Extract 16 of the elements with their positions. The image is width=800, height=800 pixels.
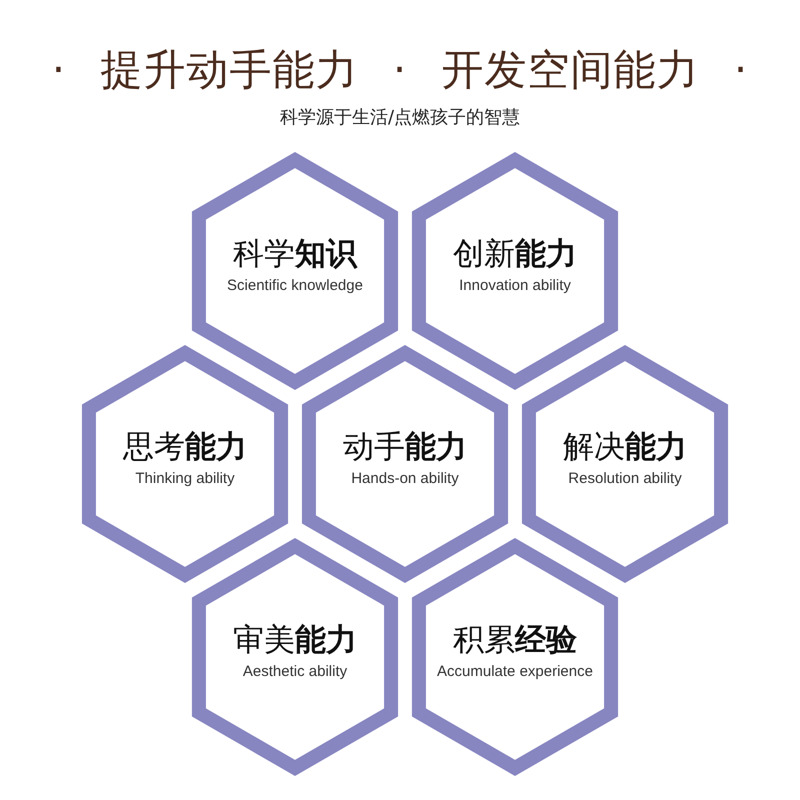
hexagon-heading: 解决能力	[563, 428, 687, 467]
hexagon-heading: 审美能力	[233, 621, 357, 660]
hexagon-heading: 思考能力	[123, 428, 247, 467]
hexagon-heading: 创新能力	[453, 235, 577, 274]
english-caption: Aesthetic ability	[242, 662, 348, 682]
title: · 提升动手能力 · 开发空间能力 ·	[52, 45, 748, 94]
hexagon-heading: 动手能力	[343, 428, 467, 467]
english-caption: Scientific knowledge	[227, 276, 363, 296]
english-caption: Thinking ability	[135, 469, 235, 489]
subtitle: 科学源于生活/点燃孩子的智慧	[280, 107, 520, 128]
english-caption: Accumulate experience	[437, 662, 593, 682]
english-caption: Resolution ability	[568, 469, 682, 489]
english-caption: Innovation ability	[459, 276, 571, 296]
hexagon-heading: 科学知识	[233, 235, 357, 274]
english-caption: Hands-on ability	[351, 469, 459, 489]
hexagon-heading: 积累经验	[453, 621, 577, 660]
